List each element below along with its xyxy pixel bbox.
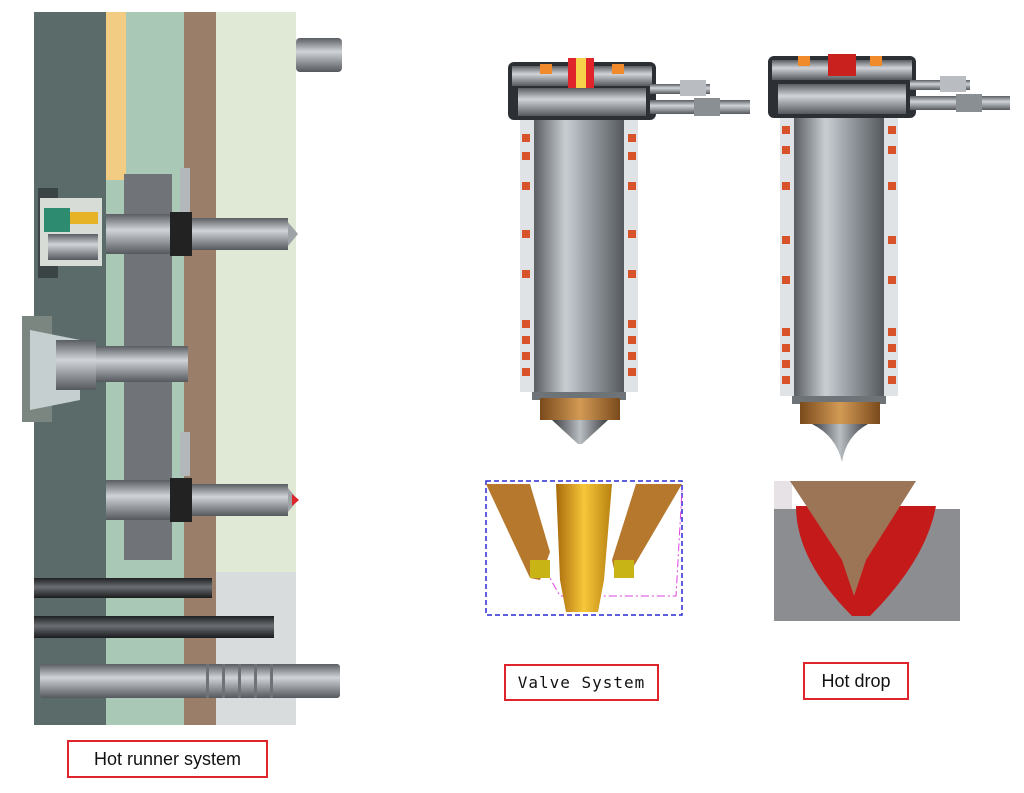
valve-actuator bbox=[40, 198, 102, 266]
upper-nozzle bbox=[106, 168, 298, 256]
cavity-plate-lower bbox=[216, 572, 296, 725]
caption-valve-system: Valve System bbox=[504, 664, 659, 701]
hot-runner-assembly bbox=[22, 12, 342, 725]
valve-nozzle bbox=[508, 58, 750, 444]
valve-gate-detail bbox=[485, 480, 683, 616]
hot-drop-nozzle bbox=[768, 54, 1010, 462]
caption-hot-runner-system: Hot runner system bbox=[67, 740, 268, 778]
spacer-plate bbox=[184, 12, 216, 725]
hot-drop-gate-detail bbox=[774, 481, 960, 621]
lower-nozzle bbox=[106, 432, 299, 522]
caption-hot-drop: Hot drop bbox=[803, 662, 909, 700]
tan-strip bbox=[106, 12, 126, 180]
cavity-plate bbox=[216, 12, 296, 572]
